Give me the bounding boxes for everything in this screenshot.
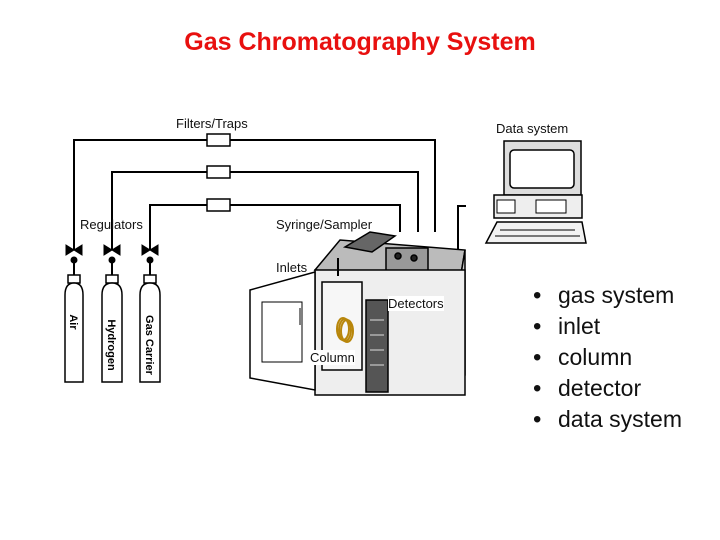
gc-instrument [249, 231, 466, 396]
bullet-inlet: inlet [533, 311, 713, 342]
gas-lines [73, 139, 466, 300]
keyboard [484, 221, 587, 244]
label-regulators: Regulators [80, 217, 143, 232]
cylinder-label-air: Air [67, 314, 79, 330]
label-syringe-sampler: Syringe/Sampler [276, 217, 373, 232]
label-column: Column [310, 350, 355, 365]
cylinder-air [64, 274, 84, 383]
bullet-detector: detector [533, 373, 713, 404]
cylinder-label-hydrogen: Hydrogen [105, 319, 117, 371]
label-inlets: Inlets [276, 260, 308, 275]
regulator-air [65, 244, 83, 275]
label-data-system: Data system [496, 121, 569, 136]
filter-trap-boxes [206, 133, 231, 212]
inlet-block [342, 231, 397, 253]
bullet-data-system: data system [533, 404, 713, 435]
cylinder-label-gas-carrier: Gas Carrier [143, 315, 155, 376]
label-filters-traps: Filters/Traps [176, 116, 248, 131]
data-system-computer [484, 140, 587, 244]
bullet-gas-system: gas system [533, 280, 713, 311]
regulator-gas-carrier [141, 244, 159, 275]
cylinder-hydrogen [101, 274, 123, 383]
regulators [65, 244, 159, 275]
column-coil [336, 317, 354, 343]
label-detectors: Detectors [388, 296, 444, 311]
regulator-hydrogen [103, 244, 121, 275]
page-title: Gas Chromatography System [184, 28, 536, 56]
filter-trap-3 [206, 198, 231, 212]
filter-trap-2 [206, 165, 231, 179]
oven-door [249, 271, 316, 391]
monitor-screen [509, 149, 575, 189]
filter-trap-1 [206, 133, 231, 147]
gas-cylinders [64, 274, 161, 383]
bullet-column: column [533, 342, 713, 373]
control-column [365, 299, 389, 393]
cylinder-gas-carrier [139, 274, 161, 383]
bullet-list: gas system inlet column detector data sy… [533, 280, 713, 435]
